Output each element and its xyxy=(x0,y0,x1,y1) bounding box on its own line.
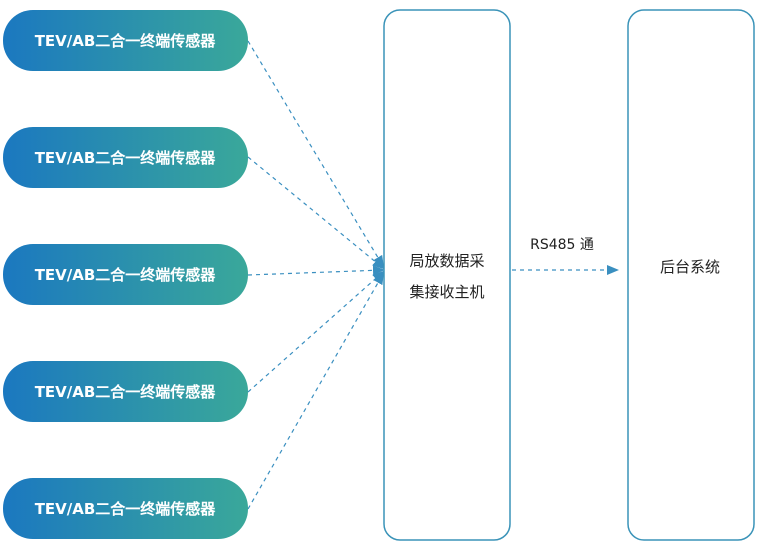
sensor-node: TEV/AB二合一终端传感器 xyxy=(3,127,248,188)
sensor-label: TEV/AB二合一终端传感器 xyxy=(35,500,217,518)
connector-line xyxy=(247,156,385,270)
connector-line xyxy=(247,40,385,268)
sensor-pill xyxy=(3,361,248,422)
sensor-pill xyxy=(3,127,248,188)
host-node: 局放数据采 集接收主机 xyxy=(383,9,511,541)
backend-label: 后台系统 xyxy=(660,258,720,276)
sensor-connectors xyxy=(247,40,385,510)
sensor-pill xyxy=(3,10,248,71)
sensor-label: TEV/AB二合一终端传感器 xyxy=(35,32,217,50)
backend-box xyxy=(627,9,755,541)
sensor-node: TEV/AB二合一终端传感器 xyxy=(3,361,248,422)
sensor-node: TEV/AB二合一终端传感器 xyxy=(3,10,248,71)
host-label-line1: 局放数据采 xyxy=(409,252,484,270)
sensor-node: TEV/AB二合一终端传感器 xyxy=(3,478,248,539)
connector-line xyxy=(247,272,384,510)
rs485-connection: RS485 通 xyxy=(512,237,619,275)
sensor-label: TEV/AB二合一终端传感器 xyxy=(35,266,217,284)
sensor-node: TEV/AB二合一终端传感器 xyxy=(3,244,248,305)
connection-label: RS485 通 xyxy=(530,237,594,253)
sensor-label: TEV/AB二合一终端传感器 xyxy=(35,149,217,167)
backend-node: 后台系统 xyxy=(627,9,755,541)
connector-line xyxy=(247,270,385,393)
sensor-label: TEV/AB二合一终端传感器 xyxy=(35,383,217,401)
sensor-pill xyxy=(3,244,248,305)
host-label-line2: 集接收主机 xyxy=(409,283,484,301)
sensor-pill xyxy=(3,478,248,539)
connector-line xyxy=(247,265,385,276)
host-box xyxy=(383,9,511,541)
